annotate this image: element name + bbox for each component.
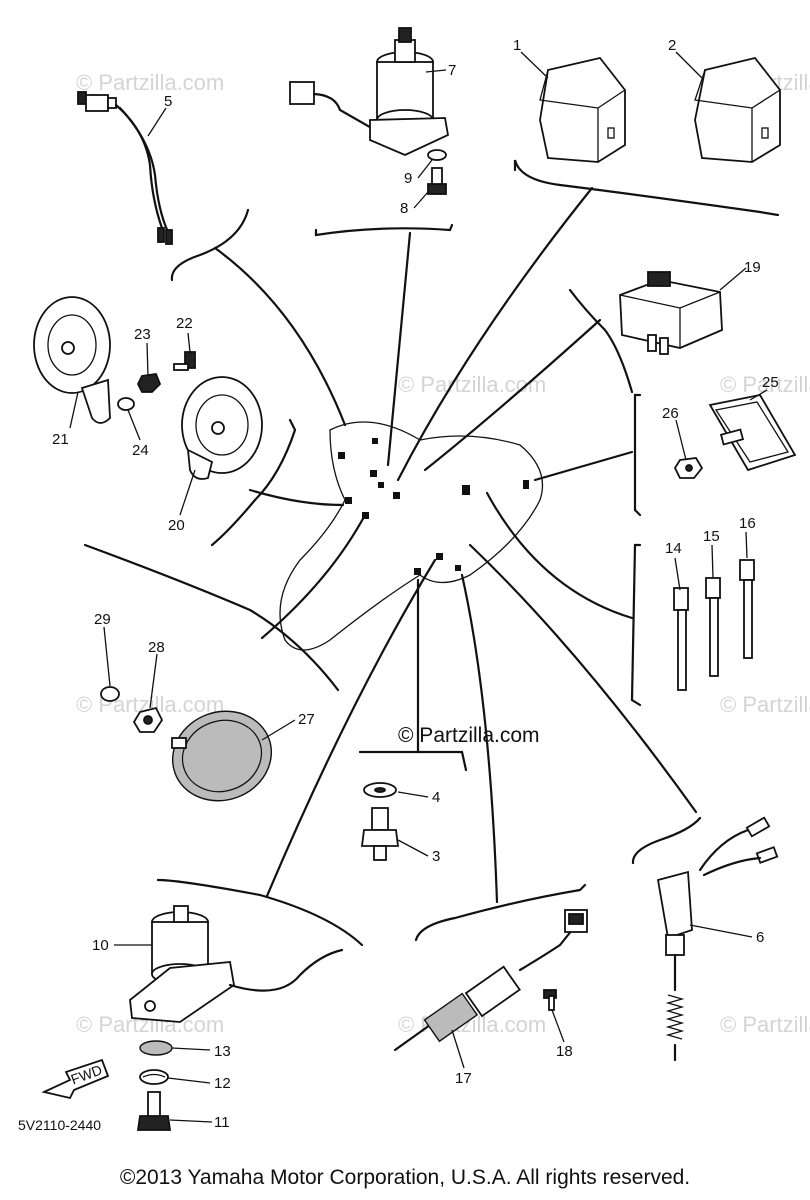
part-main-switch-7	[289, 27, 450, 156]
part-reflector-27	[171, 710, 273, 802]
drawing-code: 5V2110-2440	[18, 1117, 101, 1133]
callout-20: 20	[168, 517, 185, 534]
callout-15: 15	[703, 528, 720, 545]
part-washer-9	[427, 149, 447, 161]
callout-18: 18	[556, 1043, 573, 1060]
callout-25: 25	[762, 374, 779, 391]
callout-17: 17	[455, 1070, 472, 1087]
frame-mount-points	[338, 438, 529, 575]
callout-19: 19	[744, 259, 761, 276]
copyright-text: ©2013 Yamaha Motor Corporation, U.S.A. A…	[119, 1166, 691, 1189]
part-band-14	[673, 587, 689, 691]
callout-numbers: 1 2 3 4 5 6 7 8 9 10 11 12 13 14 15 16 1…	[52, 37, 779, 1131]
callout-1: 1	[513, 37, 521, 54]
part-neutral-switch-5	[77, 91, 173, 245]
part-screw-8	[427, 167, 447, 195]
part-relay-2	[694, 56, 781, 163]
leader-lines	[213, 186, 698, 904]
part-flasher-19	[619, 271, 723, 355]
callout-27: 27	[298, 711, 315, 728]
callout-5: 5	[164, 93, 172, 110]
part-washer-12	[139, 1069, 169, 1085]
part-washer-24	[117, 397, 135, 411]
callout-10: 10	[92, 937, 109, 954]
watermark: © Partzilla.com	[720, 1012, 810, 1037]
callout-3: 3	[432, 848, 440, 865]
part-relay-1	[539, 56, 626, 163]
watermark: © Partzilla.com	[720, 372, 810, 397]
part-horn-21	[33, 296, 111, 424]
part-washer-4	[363, 782, 397, 798]
part-band-16	[739, 559, 755, 659]
callout-13: 13	[214, 1043, 231, 1060]
part-horn-20	[181, 376, 263, 480]
watermark: © Partzilla.com	[398, 372, 546, 397]
frame-outline	[279, 421, 544, 651]
part-washer-29	[100, 686, 120, 702]
callout-21: 21	[52, 431, 69, 448]
callout-16: 16	[739, 515, 756, 532]
part-nut-23	[136, 373, 162, 393]
part-screw-18	[543, 989, 557, 1011]
watermark: © Partzilla.com	[720, 692, 810, 717]
callout-14: 14	[665, 540, 682, 557]
callout-9: 9	[404, 170, 412, 187]
part-band-15	[705, 577, 721, 677]
forward-arrow: FWD	[41, 1058, 110, 1100]
callout-6: 6	[756, 929, 764, 946]
callout-8: 8	[400, 200, 408, 217]
callout-28: 28	[148, 639, 165, 656]
callout-11: 11	[214, 1114, 230, 1131]
callout-24: 24	[132, 442, 149, 459]
part-washer-13	[139, 1040, 173, 1056]
part-starter-10	[129, 905, 344, 1023]
callout-29: 29	[94, 611, 111, 628]
callout-2: 2	[668, 37, 676, 54]
callout-22: 22	[176, 315, 193, 332]
part-reflector-25	[708, 393, 797, 472]
group-brackets	[83, 159, 780, 947]
callout-26: 26	[662, 405, 679, 422]
part-bolt-22	[173, 351, 196, 371]
part-nut-26	[673, 457, 704, 479]
parts-diagram: © Partzilla.com © Partzilla.com © Partzi…	[18, 27, 810, 1133]
part-brake-switch-17	[393, 909, 588, 1052]
callout-7: 7	[448, 62, 456, 79]
part-nut-28	[132, 706, 164, 733]
part-switch-3	[360, 807, 400, 861]
part-rear-switch-6	[656, 816, 779, 1062]
watermark: © Partzilla.com	[76, 70, 224, 95]
callout-4: 4	[432, 789, 440, 806]
watermark-main: © Partzilla.com	[398, 724, 540, 747]
part-bolt-11	[136, 1091, 172, 1131]
callout-23: 23	[134, 326, 151, 343]
callout-12: 12	[214, 1075, 231, 1092]
callout-leaders	[69, 51, 768, 1123]
